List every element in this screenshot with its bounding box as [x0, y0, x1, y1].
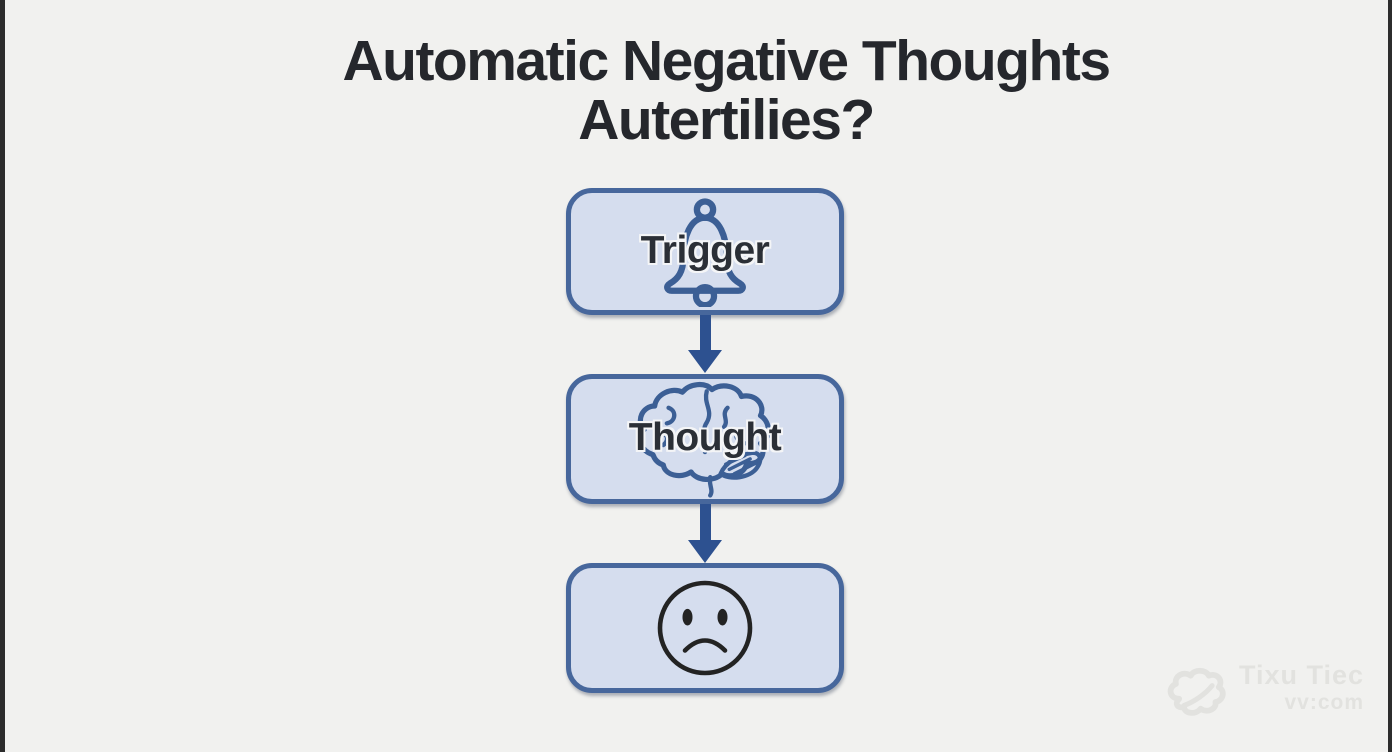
watermark: Tixu Tiec vv:com [1161, 662, 1364, 722]
step-box-trigger: Trigger [566, 188, 844, 315]
step-box-feeling [566, 563, 844, 693]
watermark-domain: vv:com [1284, 691, 1364, 714]
left-edge-strip [0, 0, 5, 752]
page-title: Automatic Negative Thoughts Autertilies? [30, 29, 1392, 153]
flow-arrow-down-2 [688, 504, 722, 563]
page-title-line2: Autertilies? [578, 88, 875, 153]
watermark-text: Tixu Tiec vv:com [1238, 660, 1364, 714]
bell-icon [664, 197, 746, 307]
arrow-head [688, 350, 722, 373]
step-label-thought: Thought [628, 416, 782, 460]
arrow-stem [699, 315, 711, 350]
page-title-line1: Automatic Negative Thoughts [342, 29, 1111, 93]
cloud-scribble-logo-icon [1167, 667, 1226, 716]
brain-icon [637, 382, 771, 498]
flow-arrow-down-1 [688, 315, 722, 373]
right-edge-strip [1388, 0, 1392, 752]
watermark-brand: Tixu Tiec [1238, 660, 1364, 690]
step-label-trigger: Trigger [640, 228, 770, 272]
sad-face-icon [657, 580, 753, 676]
step-box-thought: Thought [566, 374, 844, 504]
arrow-head [688, 540, 722, 563]
arrow-stem [699, 504, 711, 540]
